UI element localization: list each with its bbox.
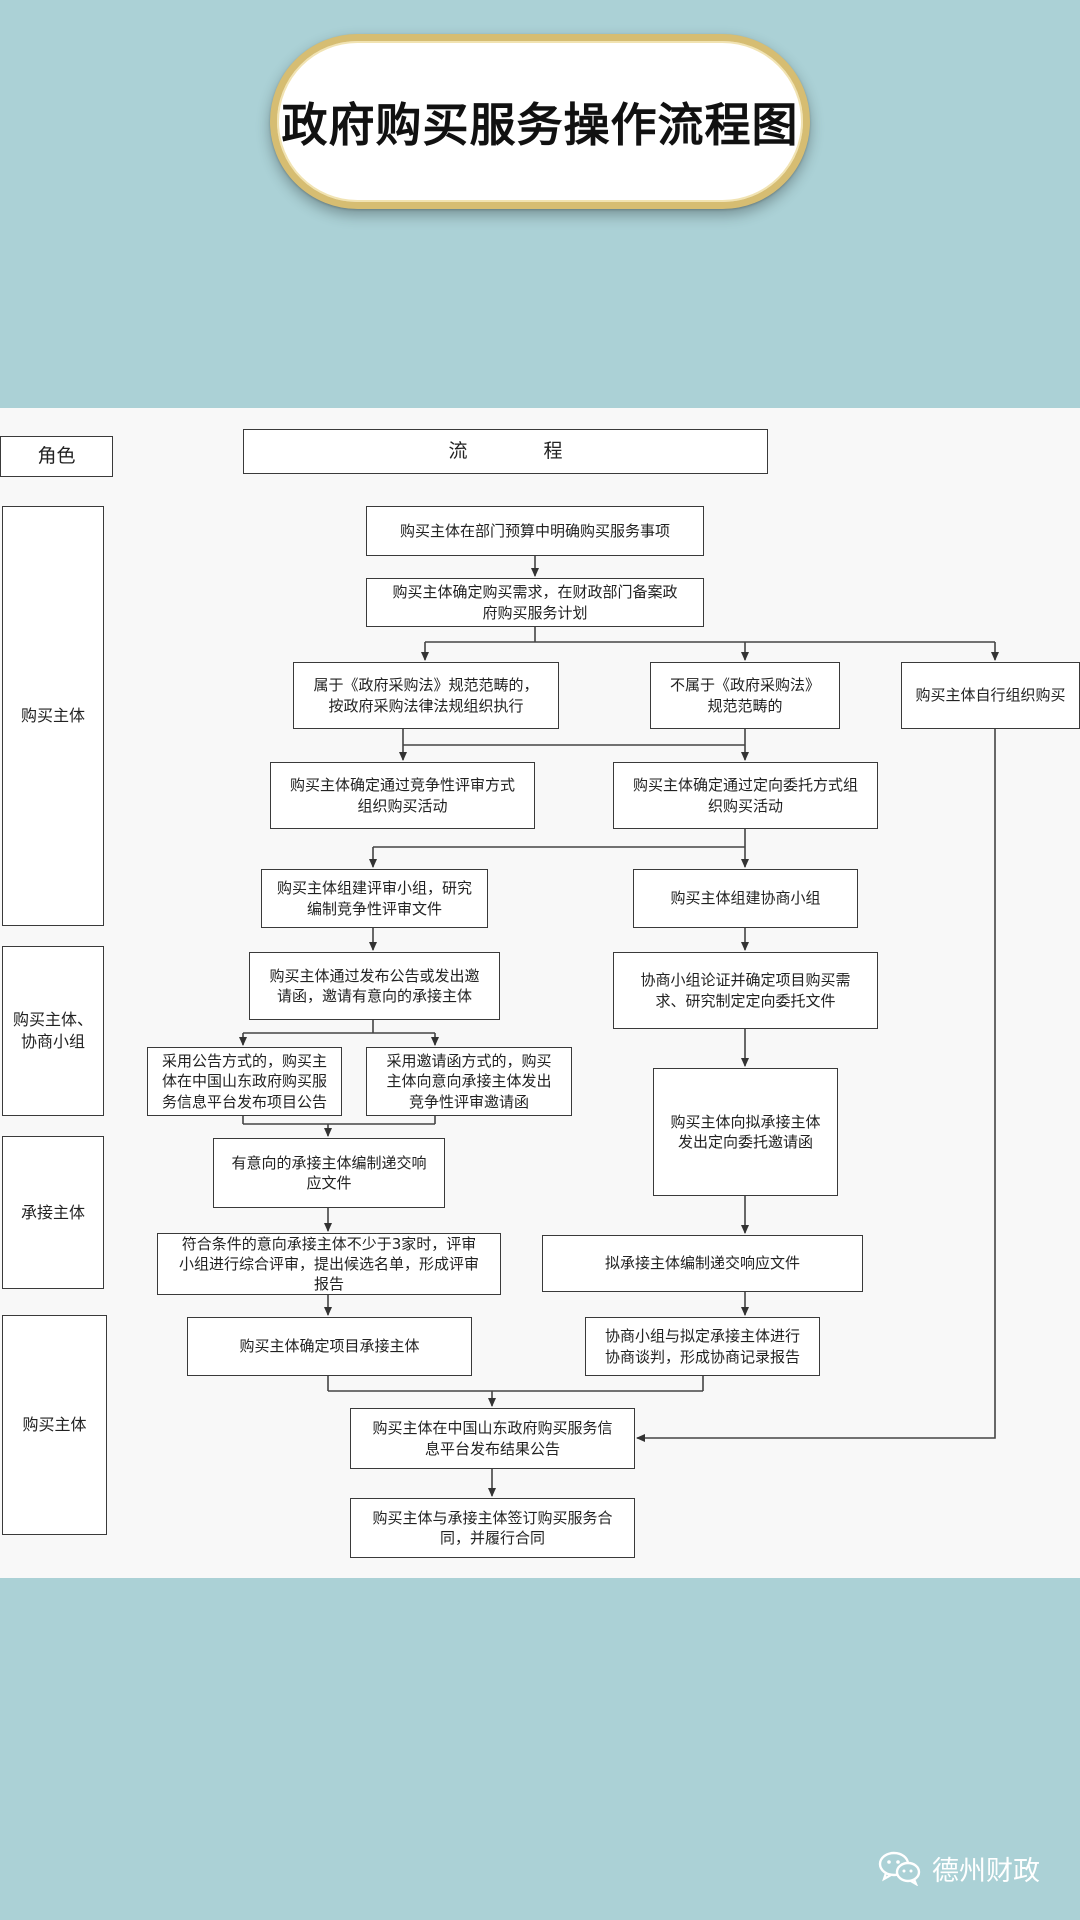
role-purchaser-final: 购买主体: [2, 1315, 107, 1535]
step-submit-response-docs: 有意向的承接主体编制递交响 应文件: [213, 1138, 445, 1208]
step-define-service-items: 购买主体在部门预算中明确购买服务事项: [366, 506, 704, 556]
role-purchaser: 购买主体: [2, 506, 104, 926]
watermark-text: 德州财政: [932, 1855, 1040, 1887]
step-announcement-method: 采用公告方式的，购买主 体在中国山东政府购买服 务信息平台发布项目公告: [147, 1047, 342, 1116]
process-column-header: 流 程: [243, 429, 768, 474]
title-banner: 政府购买服务操作流程图: [270, 34, 810, 209]
step-form-negotiation-group: 购买主体组建协商小组: [633, 869, 858, 928]
step-under-procurement-law: 属于《政府采购法》规范范畴的， 按政府采购法律法规组织执行: [293, 662, 559, 729]
role-contractor: 承接主体: [2, 1136, 104, 1289]
step-directed-invitation: 购买主体向拟承接主体 发出定向委托邀请函: [653, 1068, 838, 1196]
step-invitation-method: 采用邀请函方式的，购买 主体向意向承接主体发出 竞争性评审邀请函: [366, 1047, 572, 1116]
step-not-under-procurement-law: 不属于《政府采购法》 规范范畴的: [650, 662, 840, 729]
step-sign-contract: 购买主体与承接主体签订购买服务合 同，并履行合同: [350, 1498, 635, 1558]
wechat-icon: [878, 1851, 921, 1886]
role-column-header: 角色: [0, 436, 113, 477]
step-confirm-demand-filing: 购买主体确定购买需求，在财政部门备案政 府购买服务计划: [366, 578, 704, 627]
step-competitive-review-method: 购买主体确定通过竞争性评审方式 组织购买活动: [270, 762, 535, 829]
step-negotiation-talks: 协商小组与拟定承接主体进行 协商谈判，形成协商记录报告: [585, 1317, 820, 1376]
page-title: 政府购买服务操作流程图: [281, 97, 799, 152]
role-purchaser-negotiation-group: 购买主体、 协商小组: [2, 946, 104, 1116]
step-demonstrate-requirements: 协商小组论证并确定项目购买需 求、研究制定定向委托文件: [613, 952, 878, 1029]
wechat-watermark: 德州财政: [878, 1846, 1040, 1890]
step-prospective-contractor-response: 拟承接主体编制递交响应文件: [542, 1235, 863, 1292]
step-publish-notice-or-invite: 购买主体通过发布公告或发出邀 请函，邀请有意向的承接主体: [249, 952, 500, 1020]
step-comprehensive-review: 符合条件的意向承接主体不少于3家时，评审 小组进行综合评审，提出候选名单，形成评…: [157, 1233, 501, 1295]
step-form-review-group: 购买主体组建评审小组，研究 编制竞争性评审文件: [261, 869, 488, 928]
step-directed-commission-method: 购买主体确定通过定向委托方式组 织购买活动: [613, 762, 878, 829]
step-self-organized-purchase: 购买主体自行组织购买: [901, 662, 1080, 729]
step-publish-results: 购买主体在中国山东政府购买服务信 息平台发布结果公告: [350, 1408, 635, 1469]
step-determine-contractor: 购买主体确定项目承接主体: [187, 1317, 472, 1376]
